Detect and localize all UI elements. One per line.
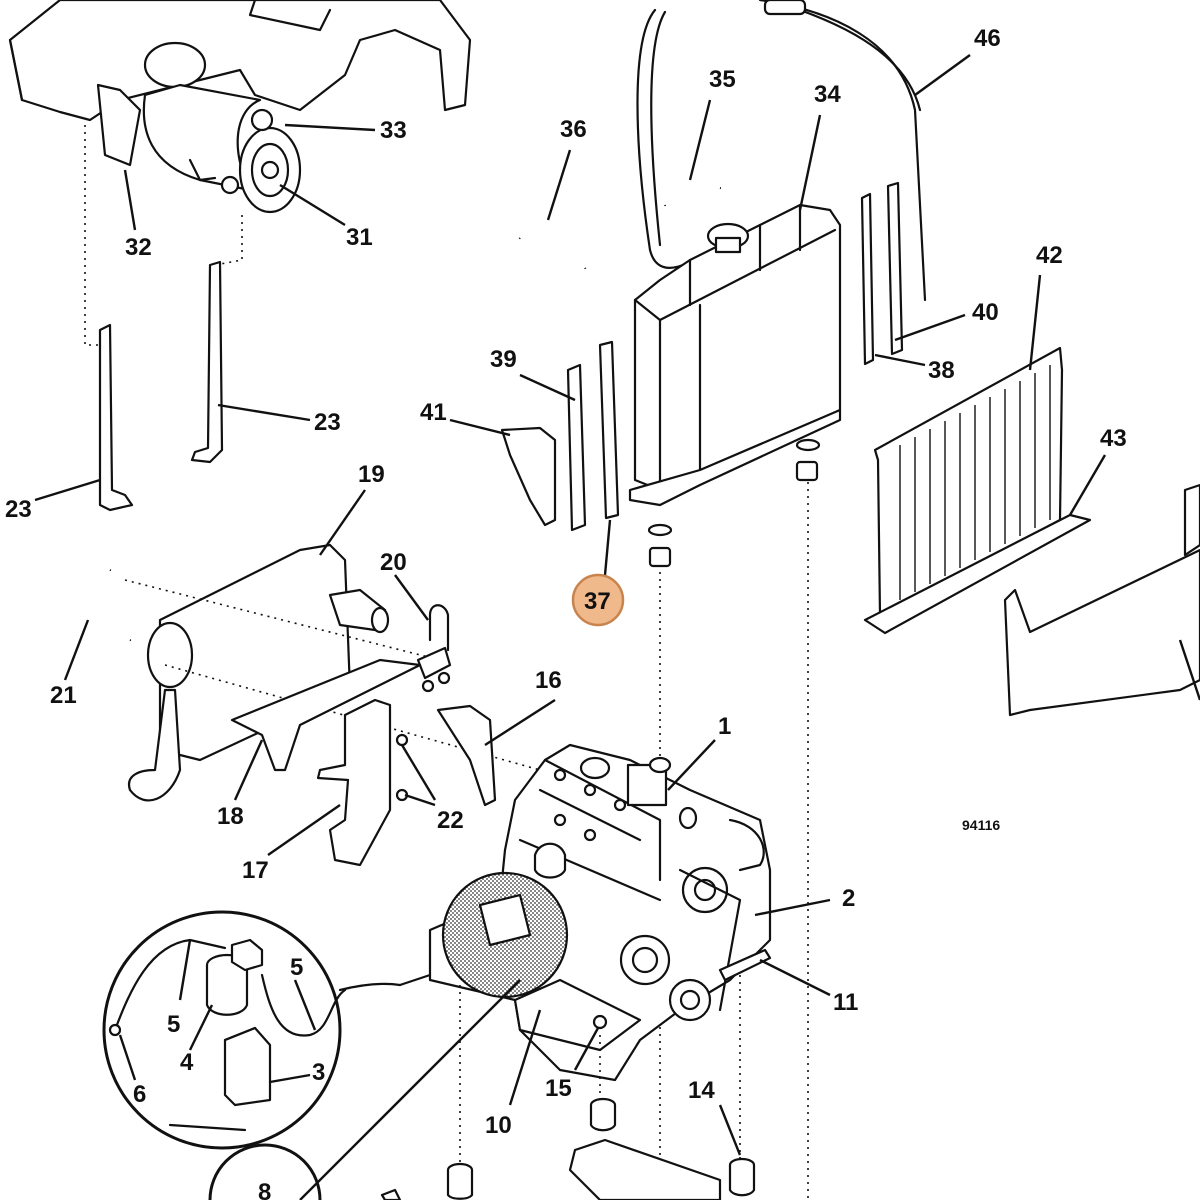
callout-37: 37	[584, 588, 611, 615]
callout-34: 34	[814, 81, 841, 108]
callout-3: 3	[312, 1059, 325, 1086]
heat-shield-18	[230, 658, 422, 772]
support-bracket-23-left	[98, 323, 134, 512]
bracket-41	[500, 426, 557, 527]
callout-15: 15	[545, 1075, 572, 1102]
radiator-mounts	[647, 438, 821, 568]
u-bolt-20	[416, 604, 452, 693]
bracket-17	[316, 698, 392, 867]
callout-18: 18	[217, 803, 244, 830]
radiator-34	[628, 203, 842, 507]
radiator-grille-42	[863, 346, 1092, 635]
callout-41: 41	[420, 399, 447, 426]
callout-10: 10	[485, 1112, 512, 1139]
callout-6: 6	[133, 1081, 146, 1108]
shroud-strip-39	[566, 363, 587, 532]
engine-mounts-14	[446, 1097, 756, 1200]
callout-16: 16	[535, 667, 562, 694]
callout-22: 22	[437, 807, 464, 834]
callout-11: 11	[833, 989, 858, 1016]
callout-36: 36	[560, 116, 587, 143]
engine-block	[398, 743, 772, 1082]
shroud-strip-38	[860, 192, 875, 366]
callout-31: 31	[346, 224, 373, 251]
callout-43: 43	[1100, 425, 1127, 452]
callout-40: 40	[972, 299, 999, 326]
air-cleaner-mount-bracket	[8, 0, 472, 122]
exhaust-pipe-21	[66, 562, 182, 802]
callout-1: 1	[718, 713, 731, 740]
callout-39: 39	[490, 346, 517, 373]
support-bracket-23-right	[190, 260, 224, 464]
callout-35: 35	[709, 66, 736, 93]
callout-42: 42	[1036, 242, 1063, 269]
callout-2: 2	[842, 885, 855, 912]
callout-21: 21	[50, 682, 77, 709]
part-callouts: 1 2 3 4 5 5 6 8 10 11 14 15 16 17 18 19 …	[5, 25, 1127, 1200]
side-panel-43	[1003, 548, 1200, 717]
air-cleaner-assembly	[96, 41, 302, 214]
drawing-code: 94116	[962, 817, 1000, 833]
callout-5b: 5	[290, 954, 303, 981]
callout-32: 32	[125, 234, 152, 261]
callout-4: 4	[180, 1049, 194, 1076]
callout-33: 33	[380, 117, 407, 144]
callout-23b: 23	[5, 496, 32, 523]
callout-20: 20	[380, 549, 407, 576]
callout-37-highlighted[interactable]: 37	[571, 573, 625, 627]
callout-38: 38	[928, 357, 955, 384]
shroud-strip-40	[886, 181, 904, 356]
callout-17: 17	[242, 857, 269, 884]
callout-8: 8	[258, 1179, 271, 1200]
bracket-16	[436, 704, 497, 807]
shroud-strip-37	[598, 340, 620, 520]
callout-46: 46	[974, 25, 1001, 52]
callout-19: 19	[358, 461, 385, 488]
leader-lines	[34, 54, 1200, 1200]
callout-14: 14	[688, 1077, 715, 1104]
callout-5a: 5	[167, 1011, 180, 1038]
overflow-tube-46	[636, 8, 692, 269]
callout-23a: 23	[314, 409, 341, 436]
fuel-filter-inset-detail	[102, 910, 347, 1150]
